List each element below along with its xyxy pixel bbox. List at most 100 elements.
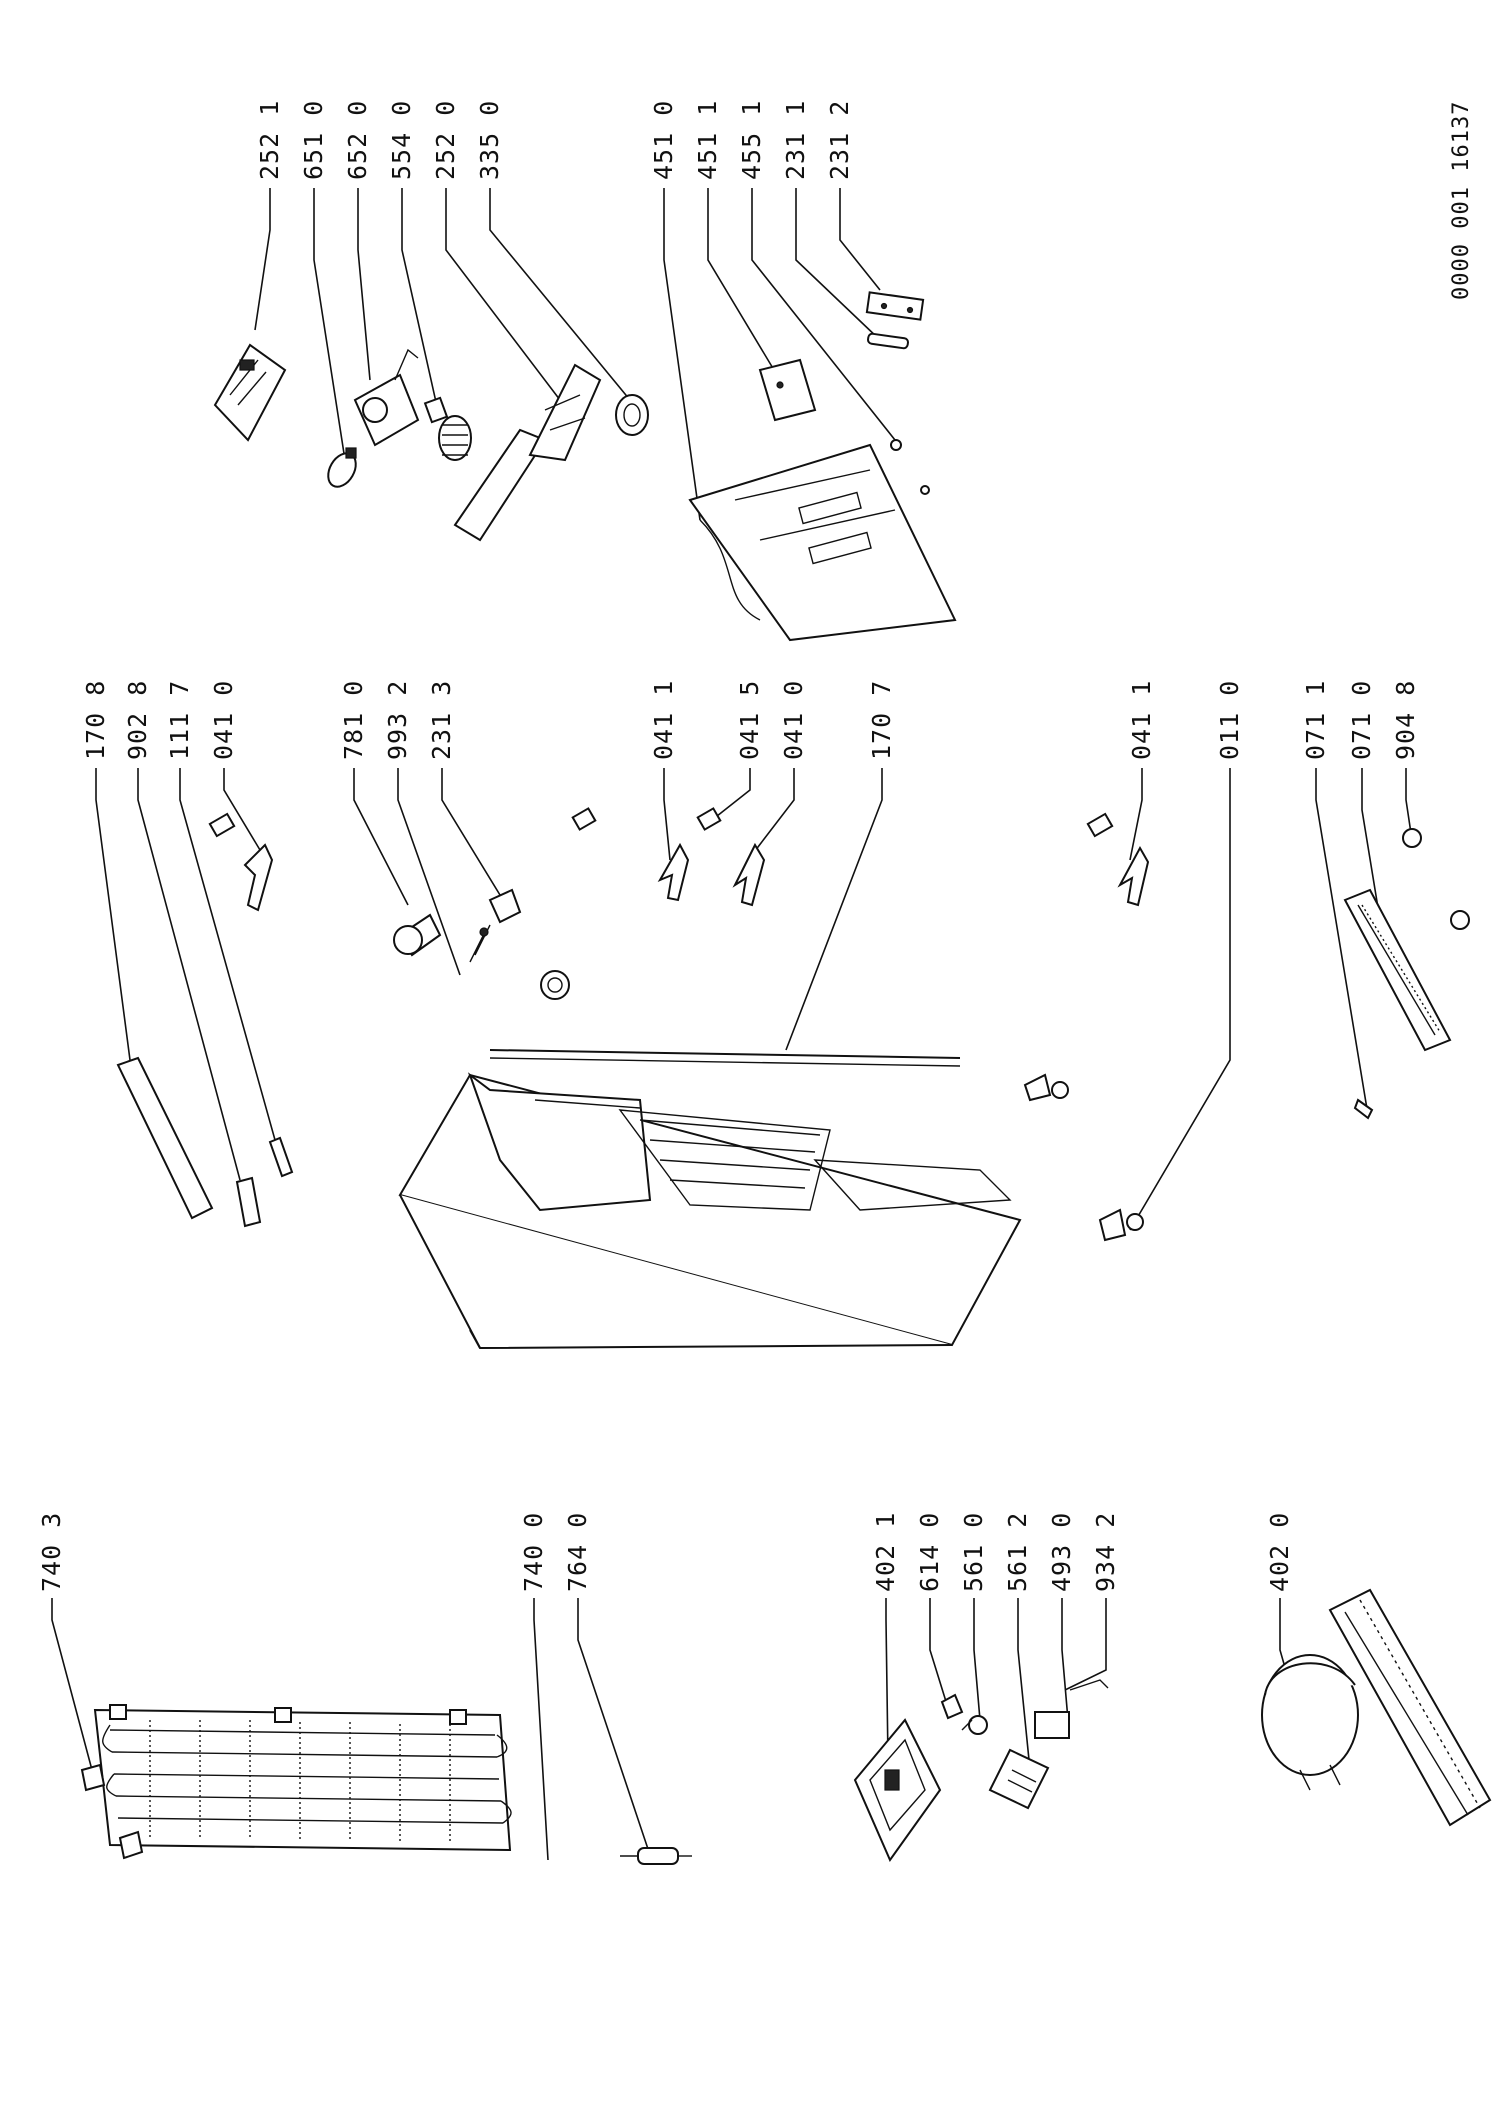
svg-text:764 0: 764 0: [563, 1512, 592, 1592]
callout-561-2: 561 2: [1003, 1512, 1032, 1592]
callout-451-1: 451 1: [693, 100, 722, 180]
callout-231-2: 231 2: [825, 100, 854, 180]
svg-text:740 0: 740 0: [519, 1512, 548, 1592]
part-dryer-764-0: [620, 1847, 692, 1865]
svg-text:561 0: 561 0: [959, 1512, 988, 1592]
svg-text:252 0: 252 0: [431, 100, 460, 180]
svg-text:011 0: 011 0: [1215, 680, 1244, 760]
svg-text:335 0: 335 0: [475, 100, 504, 180]
part-plate-231-2: [865, 291, 925, 321]
leader-lines: [51, 188, 1413, 1861]
callout-071-0: 071 0: [1347, 680, 1376, 760]
part-relay-561-2: [988, 1748, 1050, 1810]
callout-041-0-a: 041 0: [209, 680, 238, 760]
callout-252-0: 252 0: [431, 100, 460, 180]
svg-text:170 7: 170 7: [867, 680, 896, 760]
part-hinge-041-1-a: [571, 807, 690, 902]
part-hinge-041-1-b: [1086, 812, 1150, 907]
part-thermostat-652-0: [353, 348, 420, 447]
callout-041-5: 041 5: [735, 680, 764, 760]
svg-text:041 5: 041 5: [735, 680, 764, 760]
part-screw-071-1: [1353, 1098, 1374, 1120]
part-bracket-451-1: [758, 358, 817, 422]
callout-011-0: 011 0: [1215, 680, 1244, 760]
svg-text:111 7: 111 7: [165, 680, 194, 760]
part-base-plate: [1328, 1588, 1492, 1827]
part-cap-904-8: [1402, 828, 1470, 930]
callout-740-3: 740 3: [37, 1512, 66, 1592]
part-hinge-041-0-b: [732, 842, 766, 907]
callout-651-0: 651 0: [299, 100, 328, 180]
svg-text:402 1: 402 1: [871, 1512, 900, 1592]
svg-text:493 0: 493 0: [1047, 1512, 1076, 1592]
part-wire-993-2: [469, 924, 491, 963]
part-lamp-bulb-651-0: [327, 447, 357, 488]
svg-text:561 2: 561 2: [1003, 1512, 1032, 1592]
callout-071-1: 071 1: [1301, 680, 1330, 760]
callout-554-0: 554 0: [387, 100, 416, 180]
callout-041-1-a: 041 1: [649, 680, 678, 760]
svg-text:170 8: 170 8: [81, 680, 110, 760]
part-spring-knob-554-0: [423, 396, 472, 461]
callout-455-1: 455 1: [737, 100, 766, 180]
part-control-housing-252-0: [453, 363, 602, 542]
part-screw-455-1: [890, 439, 930, 495]
svg-text:451 0: 451 0: [649, 100, 678, 180]
callout-614-0: 614 0: [915, 1512, 944, 1592]
callout-652-0: 652 0: [343, 100, 372, 180]
part-cover-402-1: [853, 1718, 942, 1863]
callout-170-7: 170 7: [867, 680, 896, 760]
svg-text:071 0: 071 0: [1347, 680, 1376, 760]
svg-text:041 1: 041 1: [649, 680, 678, 760]
callout-764-0: 764 0: [563, 1512, 592, 1592]
part-clip-740-3: [80, 1763, 144, 1860]
svg-text:740 3: 740 3: [37, 1512, 66, 1592]
part-lamp-cover-781-0: [393, 913, 442, 957]
part-grommet-561-0: [961, 1715, 988, 1735]
part-condenser-740-0: [93, 1704, 512, 1852]
svg-text:904 8: 904 8: [1391, 680, 1420, 760]
part-wire-934-2: [1069, 1679, 1109, 1691]
part-hinge-041-0-a: [208, 812, 274, 912]
callout-493-0: 493 0: [1047, 1512, 1076, 1592]
callout-904-8: 904 8: [1391, 680, 1420, 760]
svg-text:231 1: 231 1: [781, 100, 810, 180]
part-trim-170-8: [116, 1056, 214, 1220]
part-strip-111-7: [268, 1136, 294, 1178]
callout-252-1: 252 1: [255, 100, 284, 180]
svg-text:902 8: 902 8: [123, 680, 152, 760]
callout-335-0: 335 0: [475, 100, 504, 180]
callout-993-2: 993 2: [383, 680, 412, 760]
part-rear-panel-451-0: [688, 443, 957, 642]
part-capacitor-493-0: [1034, 1711, 1070, 1739]
callout-934-2: 934 2: [1091, 1512, 1120, 1592]
svg-text:781 0: 781 0: [339, 680, 368, 760]
svg-text:231 3: 231 3: [427, 680, 456, 760]
part-lamp-holder-252-1: [213, 343, 287, 442]
svg-text:614 0: 614 0: [915, 1512, 944, 1592]
svg-text:934 2: 934 2: [1091, 1512, 1120, 1592]
part-cabinet-170-7: [398, 1049, 1022, 1350]
svg-text:041 1: 041 1: [1127, 680, 1156, 760]
document-reference: 0000 001 16137: [1449, 101, 1474, 300]
callout-402-1: 402 1: [871, 1512, 900, 1592]
svg-text:402 0: 402 0: [1265, 1512, 1294, 1592]
part-handle-071-0: [1343, 888, 1452, 1052]
callout-781-0: 781 0: [339, 680, 368, 760]
part-switch-231-3: [488, 888, 570, 1000]
callout-902-8: 902 8: [123, 680, 152, 760]
svg-text:041 0: 041 0: [779, 680, 808, 760]
svg-text:554 0: 554 0: [387, 100, 416, 180]
svg-text:451 1: 451 1: [693, 100, 722, 180]
callout-231-1: 231 1: [781, 100, 810, 180]
svg-text:252 1: 252 1: [255, 100, 284, 180]
svg-text:041 0: 041 0: [209, 680, 238, 760]
part-feet-011-0: [1023, 1073, 1144, 1242]
callout-231-3: 231 3: [427, 680, 456, 760]
callout-561-0: 561 0: [959, 1512, 988, 1592]
part-clip-614-0: [940, 1693, 964, 1720]
callout-402-0: 402 0: [1265, 1512, 1294, 1592]
callout-111-7: 111 7: [165, 680, 194, 760]
part-clip-231-1: [867, 332, 909, 350]
